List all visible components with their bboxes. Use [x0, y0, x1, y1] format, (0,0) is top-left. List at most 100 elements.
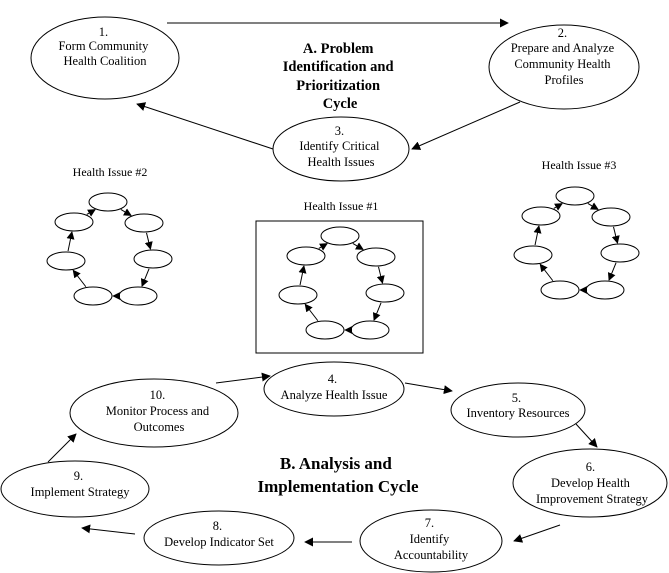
step-number: 3. — [335, 124, 344, 138]
step-number: 9. — [74, 469, 83, 483]
mini-step-arrow — [318, 243, 328, 251]
cycle-a-title-line: Cycle — [323, 96, 358, 112]
mini-step-arrow — [140, 268, 150, 287]
step-number: 5. — [512, 391, 521, 405]
mini-step-arrow — [72, 269, 87, 288]
mini-step-ellipse — [540, 280, 580, 300]
step-text: Develop Indicator Set — [164, 535, 274, 549]
mini-step-ellipse — [365, 283, 405, 303]
step-text: Community Health — [514, 57, 611, 71]
cycle-a-title-line: Identification and — [283, 59, 394, 75]
step-text: Form Community — [58, 39, 149, 53]
health-issue-1-frame — [255, 220, 424, 354]
step-number: 8. — [213, 519, 222, 533]
step-text: Profiles — [545, 73, 584, 87]
mini-step-arrow — [86, 209, 96, 217]
arrow-8-to-9 — [81, 524, 136, 535]
mini-step-arrow — [120, 208, 132, 216]
mini-step-arrow — [66, 231, 75, 252]
mini-step-ellipse — [54, 212, 94, 232]
step-number: 6. — [586, 460, 595, 474]
mini-step-arrow — [607, 262, 617, 281]
arrow-10-to-4 — [215, 372, 271, 384]
arrow-3-to-1 — [136, 102, 274, 150]
step-4-analyze-issue: 4. Analyze Health Issue — [263, 361, 405, 417]
mini-step-ellipse — [513, 245, 553, 265]
step-text: Prepare and Analyze — [511, 41, 615, 55]
mini-step-arrow — [587, 202, 599, 210]
step-4-label: 4. Analyze Health Issue — [281, 372, 388, 402]
mini-step-ellipse — [600, 243, 640, 263]
mini-step-ellipse — [555, 186, 595, 206]
mini-step-arrow — [298, 265, 307, 286]
arrow-4-to-5 — [404, 382, 453, 395]
cycle-b-title-line: B. Analysis and — [280, 454, 393, 473]
mini-cycle — [46, 192, 173, 306]
mini-step-arrow — [304, 303, 319, 322]
step-text: Identify — [410, 532, 450, 546]
step-2-ellipse — [488, 24, 640, 110]
step-6-ellipse — [512, 448, 668, 518]
health-issue-1: Health Issue #1 — [255, 199, 424, 354]
health-issue-3: Health Issue #3 — [513, 158, 640, 300]
mini-step-ellipse — [73, 286, 113, 306]
step-text: Health Issues — [308, 155, 375, 169]
step-10-monitor-outcomes: 10. Monitor Process and Outcomes — [69, 378, 239, 448]
health-issue-1-label: Health Issue #1 — [304, 199, 379, 213]
health-issue-3-label: Health Issue #3 — [542, 158, 617, 172]
mini-step-arrow — [372, 302, 382, 321]
mini-step-arrow — [144, 232, 153, 250]
mini-cycle — [513, 186, 640, 300]
mini-step-ellipse — [88, 192, 128, 212]
mini-step-ellipse — [320, 226, 360, 246]
step-7-ellipse — [359, 509, 503, 573]
step-3-identify-issues: 3. Identify Critical Health Issues — [272, 116, 410, 182]
step-3-label: 3. Identify Critical Health Issues — [299, 124, 382, 169]
mini-step-arrow — [611, 226, 620, 244]
mini-step-ellipse — [305, 320, 345, 340]
arrow-2-to-3 — [411, 101, 521, 150]
mini-step-ellipse — [521, 206, 561, 226]
step-text: Inventory Resources — [466, 406, 569, 420]
step-text: Monitor Process and — [106, 404, 210, 418]
step-number: 7. — [425, 516, 434, 530]
step-text: Develop Health — [551, 476, 631, 490]
cycle-a-title-line: Prioritization — [296, 78, 380, 94]
step-1-ellipse — [30, 16, 180, 100]
mini-step-arrow — [553, 203, 563, 211]
cycle-a-title-line: A. Problem — [303, 41, 374, 57]
step-text: Outcomes — [134, 420, 185, 434]
cycle-b-title-line: Implementation Cycle — [257, 477, 418, 496]
cycle-a-title: A. Problem Identification and Prioritiza… — [283, 41, 397, 112]
step-9-ellipse — [0, 460, 150, 518]
mini-step-arrow — [376, 266, 385, 284]
step-2-prepare-profiles: 2. Prepare and Analyze Community Health … — [488, 24, 640, 110]
step-6-develop-strategy: 6. Develop Health Improvement Strategy — [512, 448, 668, 518]
cycle-b: B. Analysis and Implementation Cycle 4. … — [0, 361, 668, 573]
step-5-ellipse — [450, 382, 586, 438]
step-text: Health Coalition — [64, 54, 148, 68]
step-1-label: 1. Form Community Health Coalition — [58, 25, 151, 68]
step-number: 10. — [150, 388, 166, 402]
mini-step-ellipse — [356, 247, 396, 267]
step-text: Implement Strategy — [31, 485, 131, 499]
cycle-b-title: B. Analysis and Implementation Cycle — [257, 454, 418, 496]
arrow-5-to-6 — [575, 423, 598, 448]
mini-step-arrow — [533, 225, 542, 246]
mini-step-arrow — [352, 242, 364, 250]
step-5-label: 5. Inventory Resources — [466, 391, 569, 420]
mini-step-ellipse — [118, 286, 158, 306]
step-4-ellipse — [263, 361, 405, 417]
mini-step-ellipse — [591, 207, 631, 227]
mini-step-ellipse — [133, 249, 173, 269]
mini-step-ellipse — [286, 246, 326, 266]
mini-step-ellipse — [278, 285, 318, 305]
step-8-ellipse — [143, 510, 295, 566]
mini-step-arrow — [539, 263, 554, 282]
step-9-implement-strategy: 9. Implement Strategy — [0, 460, 150, 518]
step-2-label: 2. Prepare and Analyze Community Health … — [511, 26, 618, 87]
step-10-label: 10. Monitor Process and Outcomes — [106, 388, 213, 434]
mini-step-ellipse — [585, 280, 625, 300]
step-9-label: 9. Implement Strategy — [31, 469, 131, 499]
